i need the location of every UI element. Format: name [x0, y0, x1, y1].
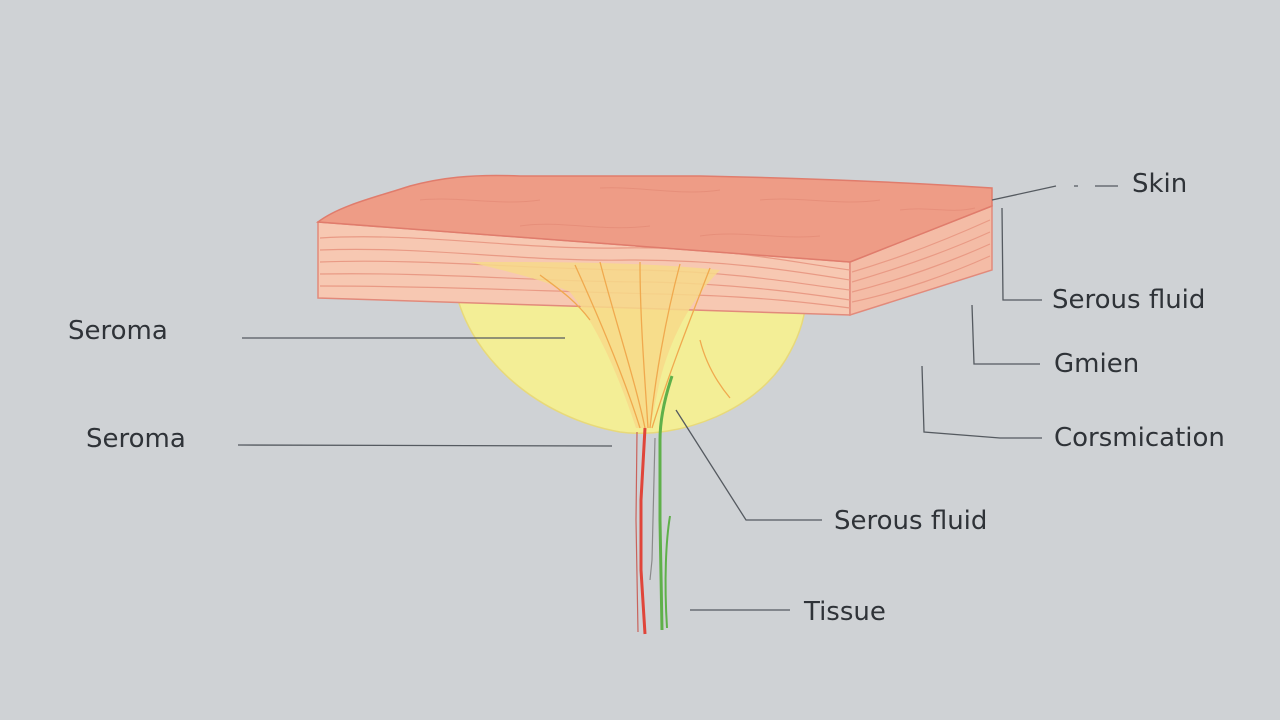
leader-serous-right [1001, 207, 1042, 301]
green-vessel [658, 375, 674, 631]
label-seroma-upper: Seroma [68, 316, 168, 346]
label-corsmication: Corsmication [1054, 423, 1225, 453]
label-tissue: Tissue [804, 597, 886, 627]
leader-corsmication [921, 365, 1042, 439]
label-skin: Skin [1132, 169, 1188, 199]
label-serous-fluid-right: Serous fluid [1052, 285, 1206, 315]
leader-gmien [971, 304, 1040, 365]
leader-seroma-lower [237, 444, 613, 447]
fibrous-strands [539, 261, 731, 429]
fibrous-tissue [470, 262, 720, 428]
skin-texture [419, 187, 976, 238]
skin-top-surface [315, 174, 993, 263]
label-serous-fluid-bottom: Serous fluid [834, 506, 988, 536]
red-vessel-secondary [635, 431, 639, 633]
green-vessel-branch [664, 515, 671, 629]
label-gmien: Gmien [1054, 349, 1140, 379]
leader-serous-bottom [675, 409, 822, 521]
label-seroma-lower: Seroma [86, 424, 186, 454]
leader-lines [237, 185, 1118, 611]
skin-layer-lines [319, 219, 991, 309]
red-vessel [639, 427, 647, 635]
leader-skin [991, 185, 1057, 201]
grey-vessel [649, 437, 656, 581]
